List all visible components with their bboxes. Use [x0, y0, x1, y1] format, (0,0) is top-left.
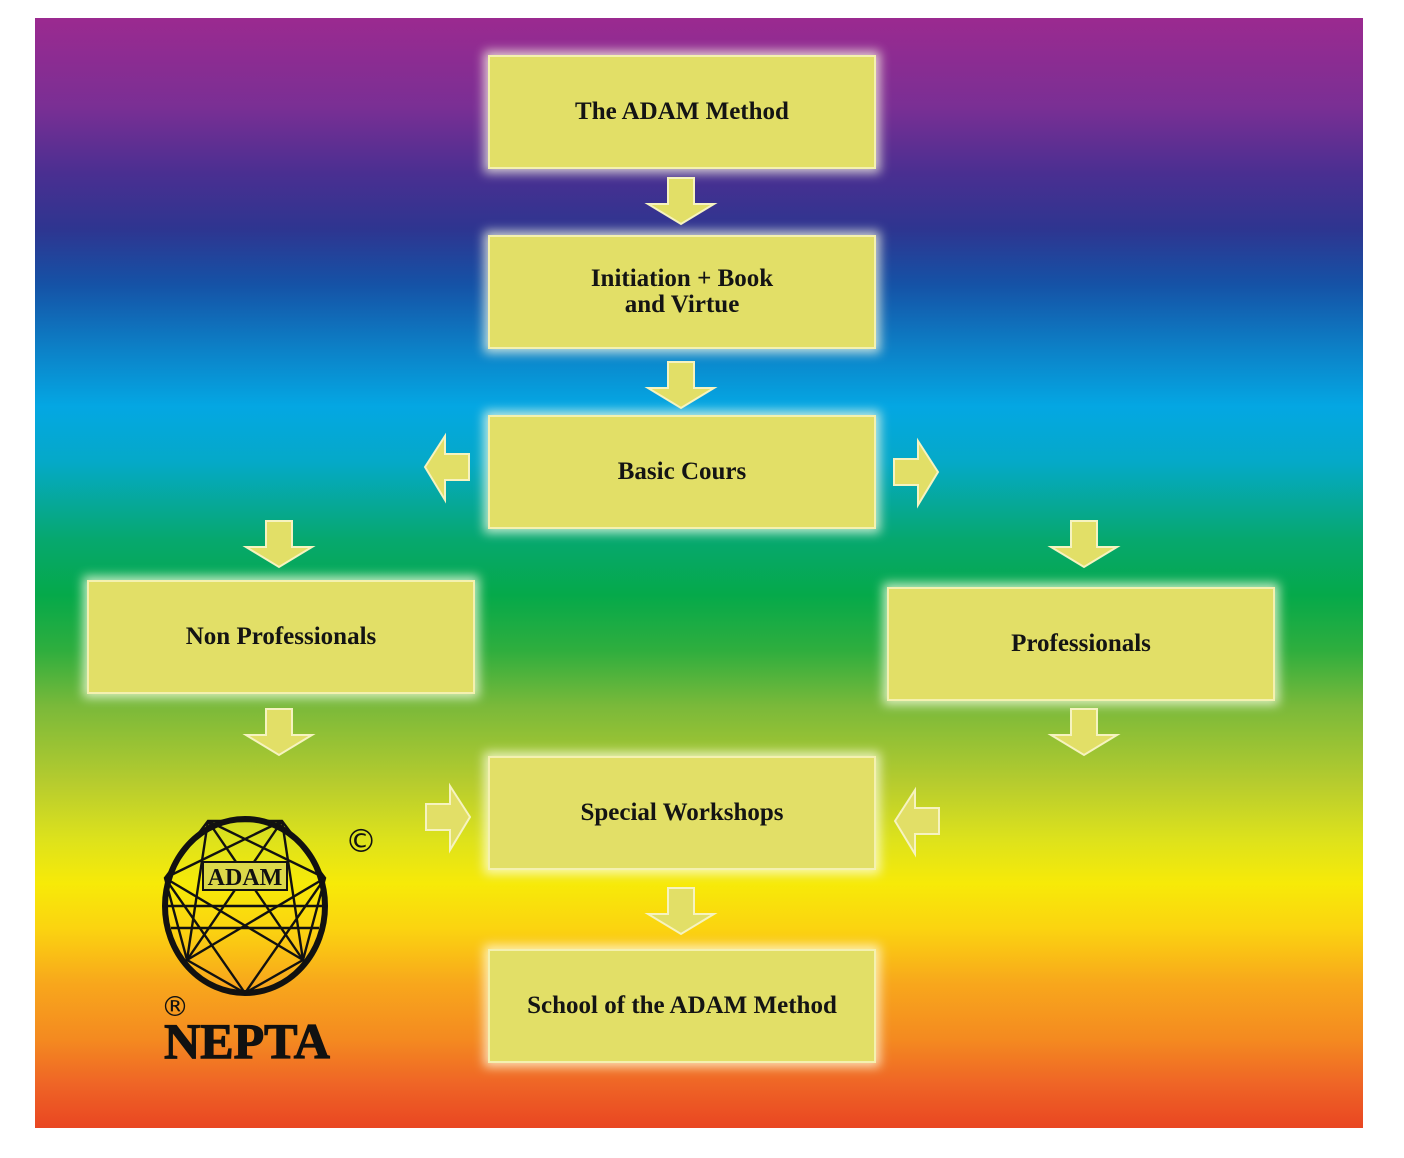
node-school: School of the ADAM Method: [488, 949, 876, 1063]
emblem-lines-icon: [163, 819, 327, 995]
node-special-workshops: Special Workshops: [488, 756, 876, 870]
down-arrow-icon: [644, 361, 718, 410]
node-initiation: Initiation + Book and Virtue: [488, 235, 876, 349]
down-arrow-icon: [644, 887, 718, 936]
left-arrow-icon: [423, 432, 470, 504]
down-arrow-icon: [644, 177, 718, 226]
emblem-text: ADAM: [208, 865, 283, 891]
down-arrow-icon: [242, 708, 316, 757]
node-adam-method: The ADAM Method: [488, 55, 876, 169]
flowchart-canvas: The ADAM Method Initiation + Book and Vi…: [35, 18, 1363, 1128]
node-non-professionals: Non Professionals: [87, 580, 475, 694]
node-professionals: Professionals: [887, 587, 1275, 701]
node-basic-course: Basic Cours: [488, 415, 876, 529]
down-arrow-icon: [1047, 708, 1121, 757]
down-arrow-icon: [242, 520, 316, 569]
right-arrow-icon: [425, 782, 472, 854]
nepta-adam-logo: ADAM © ® NEPTA: [161, 816, 377, 1070]
right-arrow-icon: [893, 437, 940, 509]
brand-name: NEPTA: [164, 1013, 330, 1069]
down-arrow-icon: [1047, 520, 1121, 569]
registered-mark: ®: [161, 990, 189, 1023]
left-arrow-icon: [893, 786, 940, 858]
copyright-mark: ©: [345, 822, 377, 860]
